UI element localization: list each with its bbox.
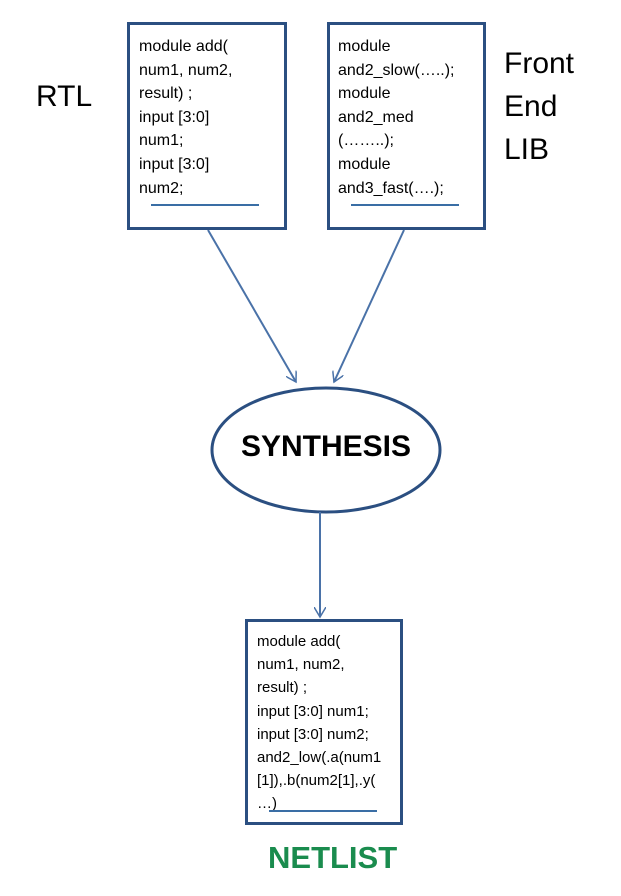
lib-label-line-1: Front xyxy=(504,47,575,80)
code-line: and2_low(.a(num1 xyxy=(257,749,382,767)
code-line: module add( xyxy=(257,633,341,650)
code-line: result) ; xyxy=(257,679,308,697)
netlist-code-lines: module add( num1, num2, result) ; input … xyxy=(257,630,400,816)
rtl-code-lines: module add( num1, num2, result) ; input … xyxy=(139,35,284,200)
code-line: result) ; xyxy=(139,85,193,103)
continuation-line xyxy=(269,810,377,812)
code-line: input [3:0] xyxy=(139,108,210,126)
code-line: module xyxy=(338,155,391,173)
code-line: input [3:0] xyxy=(139,155,210,173)
code-line: input [3:0] num2; xyxy=(257,725,369,743)
code-line: module xyxy=(338,38,391,55)
arrow-rtl-to-synthesis xyxy=(207,229,296,382)
code-line: …) xyxy=(257,795,277,813)
lib-label-line-2: End xyxy=(504,90,558,123)
rtl-label: RTL xyxy=(36,80,93,113)
rtl-code-box: module add( num1, num2, result) ; input … xyxy=(127,22,287,230)
code-line: and2_slow(…..); xyxy=(338,61,455,79)
lib-label-line-3: LIB xyxy=(504,133,550,166)
code-line: input [3:0] num1; xyxy=(257,702,369,720)
code-line: and2_med xyxy=(338,108,414,126)
netlist-label: NETLIST xyxy=(268,840,398,875)
code-line: (……..); xyxy=(338,132,394,150)
netlist-code-box: module add( num1, num2, result) ; input … xyxy=(245,619,403,825)
code-line: [1]),.b(num2[1],.y( xyxy=(257,772,376,790)
code-line: and3_fast(….); xyxy=(338,179,444,197)
synthesis-node xyxy=(210,386,442,514)
synthesis-label: SYNTHESIS xyxy=(240,430,412,463)
code-line: num1, num2, xyxy=(257,656,345,674)
continuation-line xyxy=(151,204,259,206)
front-end-lib-label: Front End LIB xyxy=(504,42,574,171)
lib-code-lines: module and2_slow(…..); module and2_med (… xyxy=(338,35,483,200)
code-line: num1; xyxy=(139,132,184,150)
lib-code-box: module and2_slow(…..); module and2_med (… xyxy=(327,22,486,230)
code-line: num2; xyxy=(139,179,184,197)
code-line: module xyxy=(338,85,391,103)
arrow-lib-to-synthesis xyxy=(334,229,405,382)
continuation-line xyxy=(351,204,459,206)
code-line: num1, num2, xyxy=(139,61,233,79)
code-line: module add( xyxy=(139,38,228,55)
